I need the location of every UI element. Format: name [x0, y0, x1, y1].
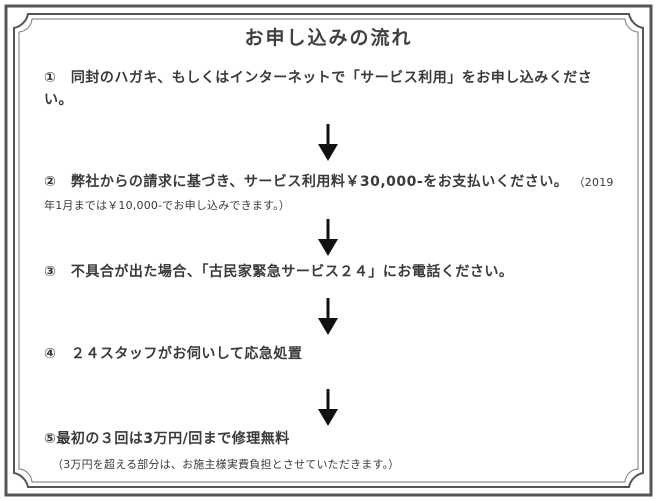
arrow-down-icon — [318, 219, 338, 256]
arrow-down-icon — [318, 389, 338, 426]
arrow-down-icon — [318, 124, 338, 161]
step-5: ⑤最初の３回は3万円/回まで修理無料 — [44, 428, 619, 450]
step-4: ④ ２４スタッフがお伺いして応急処置 — [44, 343, 619, 365]
step-3-text: ③ 不具合が出た場合、「古民家緊急サービス２４」にお電話ください。 — [44, 264, 514, 280]
step-5-text: ⑤最初の３回は3万円/回まで修理無料 — [44, 431, 290, 447]
step-2-text: ② 弊社からの請求に基づき、サービス利用料￥30,000-をお支払いください。 — [44, 174, 569, 190]
step-2-note: （2019年1月までは￥10,000-でお申し込みできます。） — [44, 176, 614, 212]
step-1: ① 同封のハガキ、もしくはインターネットで「サービス利用」をお申し込みください。 — [44, 67, 619, 111]
step-4-text: ④ ２４スタッフがお伺いして応急処置 — [44, 346, 303, 362]
arrow-down-icon — [318, 298, 338, 335]
step-3: ③ 不具合が出た場合、「古民家緊急サービス２４」にお電話ください。 — [44, 261, 619, 283]
footnote: （3万円を超える部分は、お施主様実費負担とさせていただきます。） — [52, 458, 400, 471]
step-2: ② 弊社からの請求に基づき、サービス利用料￥30,000-をお支払いください。 … — [44, 171, 619, 217]
step-1-text: ① 同封のハガキ、もしくはインターネットで「サービス利用」をお申し込みください。 — [44, 70, 593, 108]
page-title: お申し込みの流れ — [244, 27, 413, 49]
